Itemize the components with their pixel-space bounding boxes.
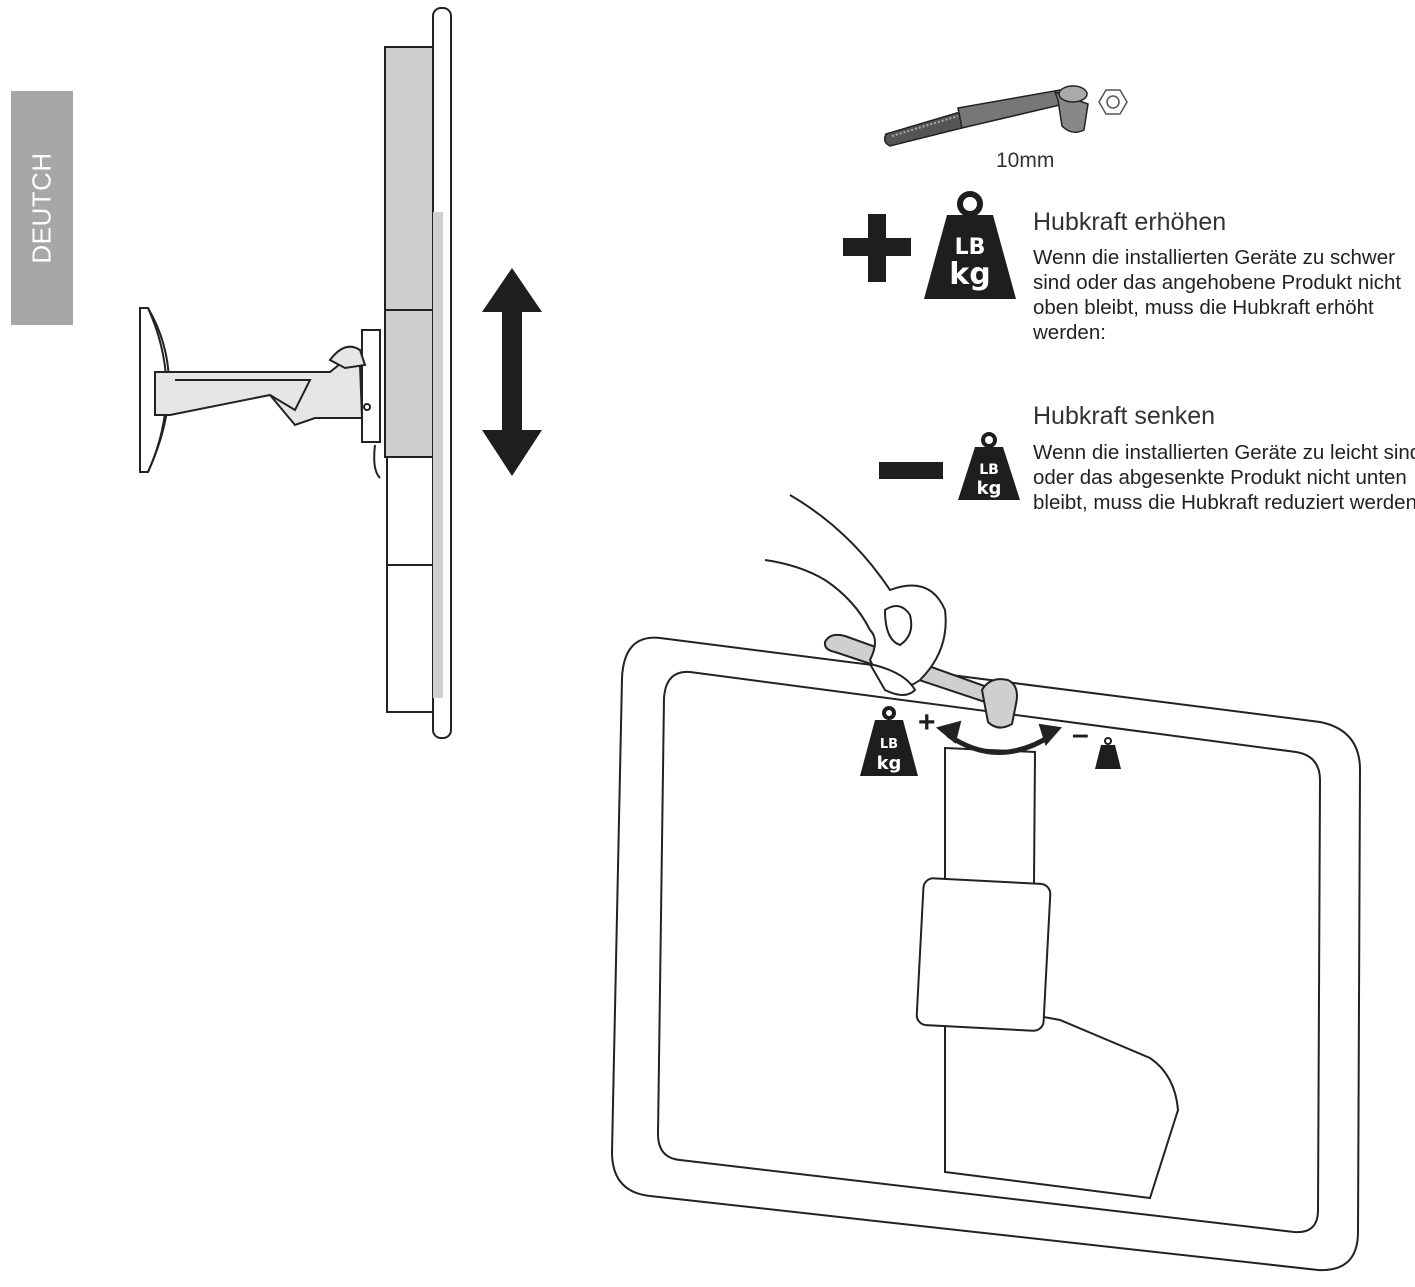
socket-wrench-icon (883, 85, 1089, 147)
adjust-minus-weight-icon (1095, 737, 1121, 769)
tool-size-label: 10mm (996, 149, 1055, 172)
decrease-body: Wenn die installierten Geräte zu leicht … (1033, 441, 1415, 514)
vertical-double-arrow-icon (482, 268, 542, 476)
weight-large-icon: LB kg (924, 191, 1016, 299)
side-view-illustration (139, 7, 452, 739)
weight-small-icon: LB kg (958, 432, 1020, 500)
increase-body: Wenn die installierten Geräte zu schwer … (1033, 246, 1402, 344)
adjust-plus-sign: + (918, 706, 936, 739)
adjust-minus-sign: – (1072, 718, 1089, 751)
weight-small-lb: LB (979, 462, 999, 478)
adjust-plus-weight-icon: LB kg (860, 706, 918, 776)
increase-title: Hubkraft erhöhen (1033, 208, 1227, 236)
weight-large-lb: LB (955, 235, 986, 260)
minus-sign-icon (879, 462, 943, 479)
language-tab: DEUTCH (11, 91, 73, 325)
rear-view-illustration (610, 494, 1362, 1272)
adjust-plus-kg: kg (877, 753, 902, 774)
plus-sign-icon (843, 214, 911, 282)
adjust-plus-lb: LB (880, 737, 898, 752)
hex-nut-icon (1098, 89, 1128, 115)
weight-large-kg: kg (949, 257, 990, 292)
weight-small-kg: kg (977, 478, 1002, 499)
decrease-title: Hubkraft senken (1033, 402, 1216, 430)
